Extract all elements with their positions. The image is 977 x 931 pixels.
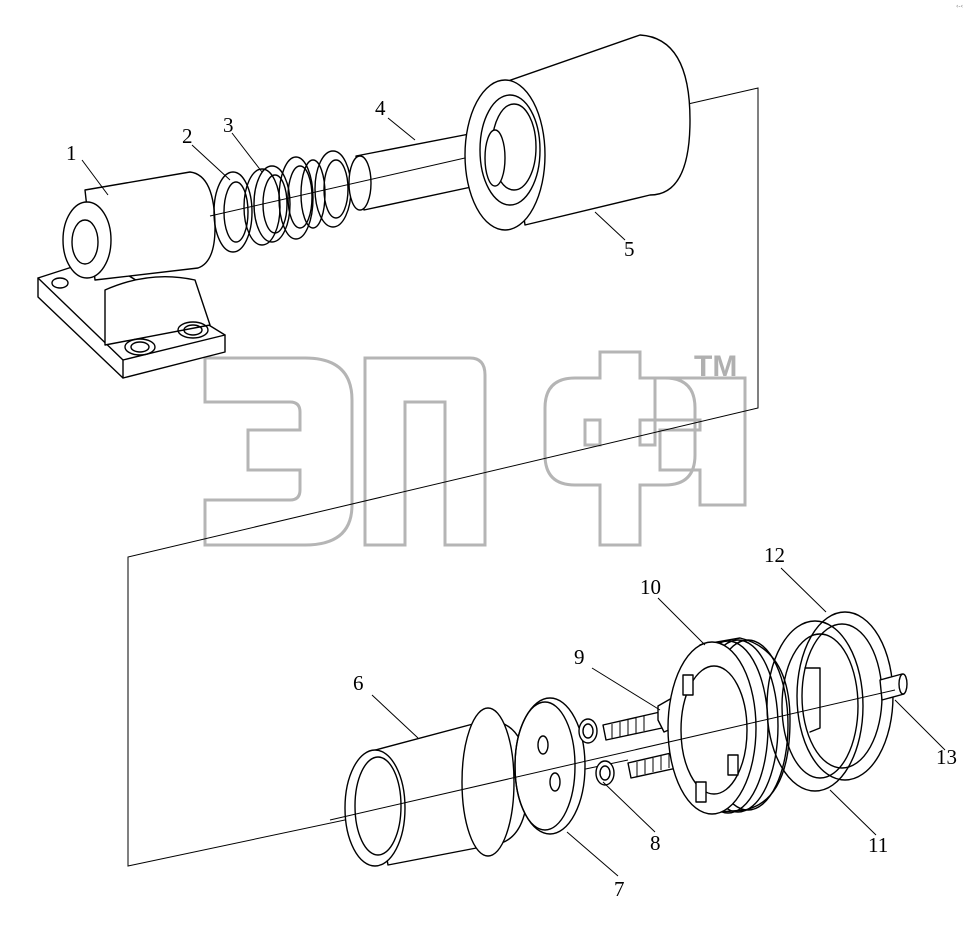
callout-7: 7 xyxy=(614,877,625,901)
callout-9: 9 xyxy=(574,645,585,669)
corner-mark: ‹-‹ xyxy=(956,3,963,10)
roller-5 xyxy=(464,34,691,231)
callout-2: 2 xyxy=(182,124,193,148)
seal-ring-2 xyxy=(213,171,253,253)
callout-13: 13 xyxy=(936,745,957,769)
leader-lines xyxy=(81,117,946,877)
spring-ring-11 xyxy=(766,620,864,792)
background-panel-outline xyxy=(127,87,759,867)
assembly-axis-lower xyxy=(329,689,896,821)
watermark-logo: TM xyxy=(203,350,747,547)
callout-labels: 1 2 3 4 5 6 7 8 9 10 11 12 13 xyxy=(66,96,957,901)
flange-disc-7 xyxy=(514,697,586,835)
callout-11: 11 xyxy=(868,833,888,857)
callout-6: 6 xyxy=(353,671,364,695)
callout-10: 10 xyxy=(640,575,661,599)
seal-set-3 xyxy=(243,150,352,246)
callout-1: 1 xyxy=(66,141,77,165)
callout-3: 3 xyxy=(223,113,234,137)
shaft-4 xyxy=(209,129,501,217)
ring-12 xyxy=(796,611,894,781)
callout-12: 12 xyxy=(764,543,785,567)
callout-4: 4 xyxy=(375,96,386,120)
watermark-trademark: TM xyxy=(694,350,737,383)
sleeve-6 xyxy=(344,707,529,867)
stud-13 xyxy=(879,673,908,701)
bracket-housing xyxy=(37,171,226,379)
callout-8: 8 xyxy=(650,831,661,855)
grooved-hub-10 xyxy=(667,637,791,815)
nuts-8 xyxy=(578,718,615,786)
callout-5: 5 xyxy=(624,237,635,261)
